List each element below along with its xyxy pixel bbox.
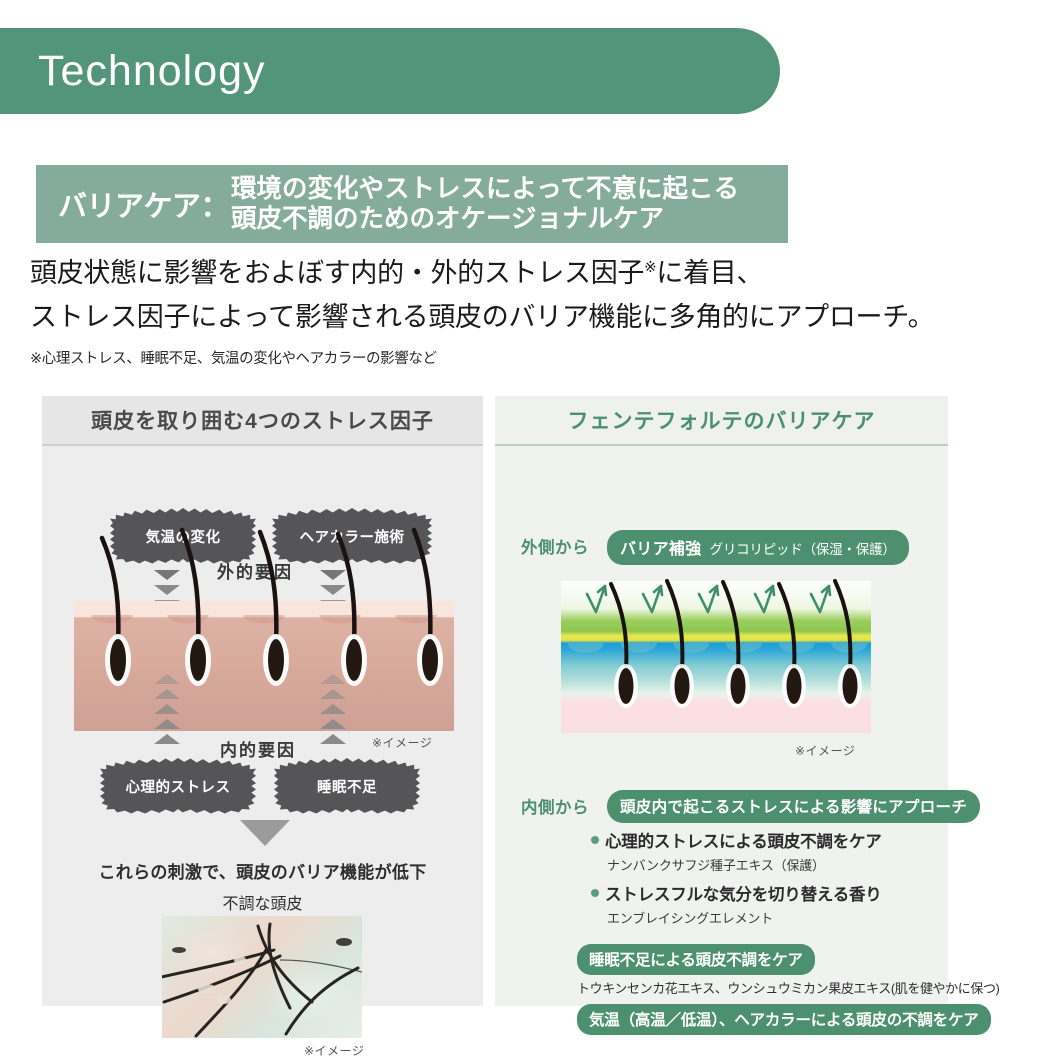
- temperature-care-tag: 気温（高温／低温）、ヘアカラーによる頭皮の不調をケア: [577, 1004, 991, 1035]
- stress-factors-panel: 頭皮を取り囲む4つのストレス因子 気温の変化 ヘアカラー施術 外的要因: [42, 396, 483, 1058]
- burst-haircolor: ヘアカラー施術: [272, 508, 432, 564]
- benefit-ingredient-1: エンブレイシングエレメント: [607, 911, 774, 926]
- barrier-care-text: 環境の変化やストレスによって不意に起こる 頭皮不調のためのオケージョナルケア: [231, 174, 739, 234]
- burst-psychological: 心理的ストレス: [100, 758, 256, 814]
- list-item: ストレスフルな気分を切り替える香り エンブレイシングエレメント: [591, 881, 931, 927]
- temperature-care-tag-row: 気温（高温／低温）、ヘアカラーによる頭皮の不調をケア: [577, 1004, 991, 1035]
- lead-line-2: ストレス因子によって影響される頭皮のバリア機能に多角的にアプローチ。: [30, 301, 935, 332]
- lead-line-1-tail: に着目、: [656, 258, 764, 288]
- barrier-care-content: 外側から バリア補強 グリコリピッド（保湿・保護）: [495, 446, 1000, 1035]
- barrier-care-line2: 頭皮不調のためのオケージョナルケア: [231, 205, 665, 233]
- sleep-care-tag-row: 睡眠不足による頭皮不調をケア: [577, 944, 815, 975]
- benefit-heading-0: 心理的ストレスによる頭皮不調をケア: [591, 828, 931, 852]
- benefit-text-1: ストレスフルな気分を切り替える香り: [605, 886, 882, 904]
- inner-benefit-list: 心理的ストレスによる頭皮不調をケア ナンバンクサフジ種子エキス（保護） ストレス…: [591, 828, 931, 934]
- inner-pill-title: 頭皮内で起こるストレスによる影響にアプローチ: [620, 799, 968, 816]
- page-title: Technology: [38, 46, 266, 95]
- bullet-dot-icon: [591, 889, 599, 897]
- lead-paragraph: 頭皮状態に影響をおよぼす内的・外的ストレス因子※に着目、 ストレス因子によって影…: [30, 252, 1010, 368]
- burst-sleep: 睡眠不足: [274, 758, 420, 814]
- lead-line-1: 頭皮状態に影響をおよぼす内的・外的ストレス因子※に着目、: [30, 252, 1010, 296]
- outer-approach-pill: バリア補強 グリコリピッド（保湿・保護）: [607, 530, 909, 565]
- outer-approach-label: 外側から: [521, 539, 589, 557]
- lead-footnote: ※心理ストレス、睡眠不足、気温の変化やヘアカラーの影響など: [30, 351, 437, 368]
- down-arrow-icon: [240, 820, 290, 846]
- photo-image-note: ※イメージ: [304, 1044, 365, 1058]
- sleep-ingredients: トウキンセンカ花エキス、ウンシュウミカン果皮エキス(肌を健やかに保つ): [577, 981, 1000, 996]
- barrier-care-heading: フェンテフォルテのバリアケア: [495, 396, 948, 446]
- stress-diagram: 気温の変化 ヘアカラー施術 外的要因: [42, 446, 483, 1058]
- lead-line-1-text: 頭皮状態に影響をおよぼす内的・外的ストレス因子: [30, 258, 645, 288]
- footnote-mark: ※: [644, 259, 657, 276]
- inner-approach-pill: 頭皮内で起こるストレスによる影響にアプローチ: [607, 790, 981, 823]
- benefit-text-0: 心理的ストレスによる頭皮不調をケア: [605, 833, 882, 851]
- internal-arrows-left: [154, 674, 180, 749]
- hair-illustration-stressed: [99, 527, 443, 686]
- barrier-care-bar: バリアケア： 環境の変化やストレスによって不意に起こる 頭皮不調のためのオケージ…: [36, 165, 788, 243]
- barrier-care-label: バリアケア：: [58, 191, 230, 223]
- bullet-dot-icon: [591, 836, 599, 844]
- stress-factors-heading: 頭皮を取り囲む4つのストレス因子: [42, 396, 483, 446]
- protected-image-note: ※イメージ: [795, 744, 856, 758]
- hair-illustration-protected: [585, 579, 862, 708]
- comparison-panels: 頭皮を取り囲む4つのストレス因子 気温の変化 ヘアカラー施術 外的要因: [42, 396, 1000, 1058]
- internal-factor-label: 内的要因: [220, 741, 296, 760]
- barrier-care-line1: 環境の変化やストレスによって不意に起こる: [231, 174, 739, 203]
- outer-pill-title: バリア補強: [620, 541, 702, 558]
- benefit-heading-1: ストレスフルな気分を切り替える香り: [591, 881, 931, 905]
- sleep-care-tag: 睡眠不足による頭皮不調をケア: [577, 944, 815, 975]
- list-item: 心理的ストレスによる頭皮不調をケア ナンバンクサフジ種子エキス（保護）: [591, 828, 931, 874]
- barrier-care-panel: フェンテフォルテのバリアケア 外側から バリア補強 グリコリピッド（保湿・保護）: [495, 396, 1000, 1035]
- outer-pill-subtitle: グリコリピッド（保湿・保護）: [709, 542, 896, 557]
- benefit-ingredient-0: ナンバンクサフジ種子エキス（保護）: [607, 858, 825, 873]
- stress-result-caption: これらの刺激で、頭皮のバリア機能が低下: [98, 863, 427, 882]
- diagram-image-note: ※イメージ: [372, 736, 433, 750]
- scalp-cross-section-protected: [561, 581, 871, 733]
- inner-approach-label: 内側から: [521, 799, 589, 817]
- internal-arrows-right: [320, 674, 346, 749]
- technology-banner: Technology: [0, 28, 780, 114]
- scalp-microscope-photo: [162, 916, 362, 1038]
- photo-title: 不調な頭皮: [222, 896, 303, 913]
